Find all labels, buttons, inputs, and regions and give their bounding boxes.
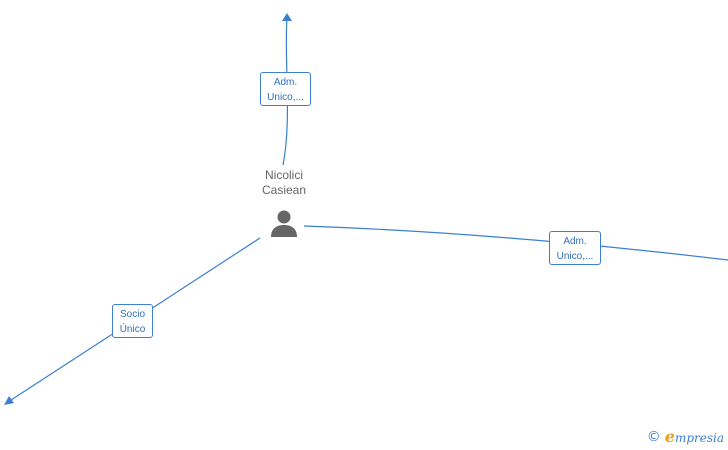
edge-right [303, 225, 728, 261]
role-label-top-line1: Adm. [273, 77, 298, 88]
person-name-line1: Nicolici [264, 168, 303, 182]
arrow-top-icon [282, 13, 292, 21]
role-label-right-line1: Adm. [563, 236, 587, 247]
role-label-top[interactable]: Adm. Unico,... [260, 72, 311, 106]
person-icon [271, 210, 297, 237]
brand-logo: e mpresia [665, 427, 724, 446]
role-label-right[interactable]: Adm. Unico,... [549, 231, 601, 265]
person-name-line2: Casiean [261, 183, 307, 197]
role-label-bottom-left-line1: Socio [119, 309, 145, 320]
role-label-top-line2: Unico,... [267, 92, 304, 103]
copyright-icon: © [646, 428, 661, 445]
role-label-right-line2: Unico,... [556, 251, 594, 262]
brand-logo-first-letter: e [664, 427, 675, 446]
person-node[interactable]: Nicolici Casiean [240, 168, 328, 238]
watermark: © e mpresia [647, 427, 724, 446]
role-label-bottom-left[interactable]: Socio Único [112, 304, 153, 338]
brand-logo-rest: mpresia [674, 431, 724, 445]
person-name: Nicolici Casiean [240, 168, 328, 198]
role-label-bottom-left-line2: Único [119, 324, 146, 335]
arrow-bottom-left-icon [4, 396, 14, 405]
